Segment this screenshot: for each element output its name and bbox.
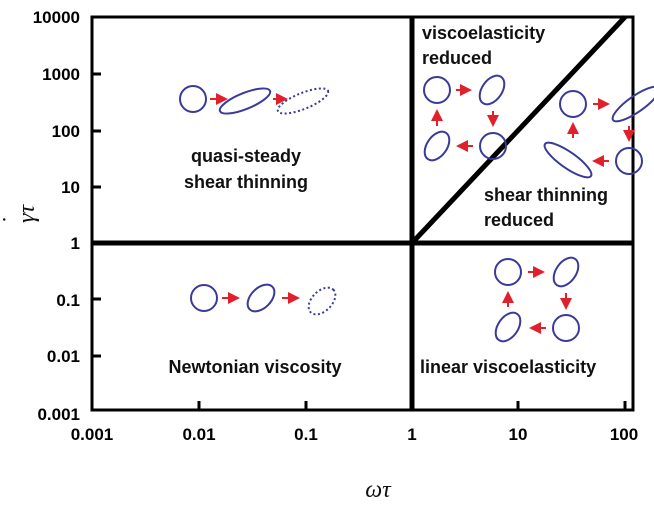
deformation-arrows: [210, 84, 635, 334]
shape-ellipse: [494, 311, 522, 343]
shape-ellipse: [423, 130, 451, 162]
x-tick-label: 0.1: [294, 425, 318, 444]
shape-circle: [479, 132, 507, 160]
x-tick-label: 0.001: [71, 425, 114, 444]
y-axis-title-text: γτ: [14, 204, 40, 223]
x-tick-label: 1: [407, 425, 416, 444]
shape-circle: [179, 85, 207, 113]
region-label-newtonian-viscosity: Newtonian viscosity: [168, 357, 341, 377]
y-tick-label: 1: [71, 234, 80, 253]
shape-circle: [559, 90, 587, 118]
y-tick-label: 10000: [33, 8, 80, 27]
y-tick-label: 0.001: [37, 405, 80, 424]
shape-relaxed-ellipse-dotted: [276, 87, 330, 115]
y-tick-label: 1000: [42, 65, 80, 84]
region-label-reduced: reduced: [422, 48, 492, 68]
x-tick-label: 100: [610, 425, 638, 444]
region-label-quasi-steady: quasi-steady: [191, 146, 301, 166]
shape-ellipse-dotted: [307, 286, 337, 316]
shape-ellipse: [246, 283, 276, 313]
y-tick-labels: 0.001 0.01 0.1 1 10 100 1000 10000: [33, 8, 80, 424]
y-axis-title-dot: ˙: [0, 217, 25, 225]
diagonal-divider-line: [410, 15, 627, 245]
y-tick-label: 100: [52, 122, 80, 141]
plot-frame: [90, 15, 635, 412]
region-label-shear-thinning-reduced: shear thinning: [484, 185, 608, 205]
shape-stretched-ellipse: [611, 85, 654, 123]
y-axis-title: γτ ˙: [0, 204, 40, 225]
region-label-reduced-lower: reduced: [484, 210, 554, 230]
shape-stretched-ellipse: [543, 141, 593, 179]
region-label-linear-viscoelasticity: linear viscoelasticity: [420, 357, 596, 377]
shape-circle: [552, 314, 580, 342]
shape-stretched-ellipse: [218, 87, 272, 115]
y-tick-label: 0.1: [56, 291, 80, 310]
x-tick-label: 0.01: [182, 425, 215, 444]
x-tick-labels: 0.001 0.01 0.1 1 10 100: [71, 425, 638, 444]
y-tick-marks: [92, 15, 101, 412]
y-tick-label: 0.01: [47, 347, 80, 366]
shape-circle: [494, 258, 522, 286]
shape-circle: [190, 284, 218, 312]
shape-ellipse: [552, 256, 580, 288]
shape-circle: [615, 147, 643, 175]
region-label-shear-thinning: shear thinning: [184, 172, 308, 192]
deformation-shapes: [179, 74, 654, 343]
x-tick-label: 10: [509, 425, 528, 444]
y-tick-label: 10: [61, 178, 80, 197]
shape-circle: [423, 76, 451, 104]
region-label-viscoelasticity: viscoelasticity: [422, 23, 545, 43]
shape-ellipse: [478, 74, 506, 106]
x-axis-title: ωτ: [365, 477, 392, 503]
